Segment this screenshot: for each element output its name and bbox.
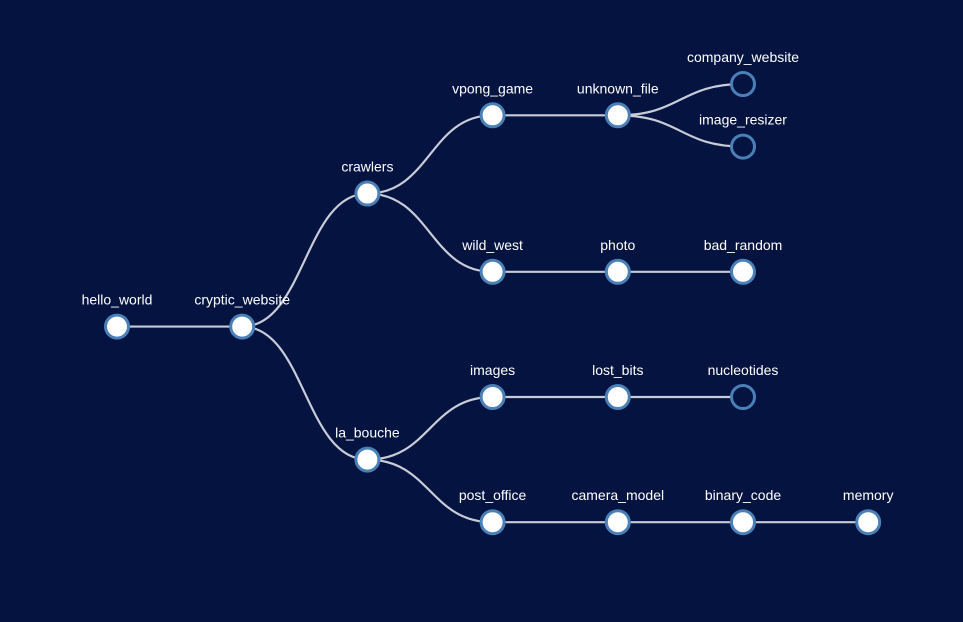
node-circle[interactable] — [229, 313, 256, 340]
node-post-office[interactable]: post_office — [459, 487, 527, 536]
node-circle[interactable] — [479, 384, 506, 410]
node-circle[interactable] — [730, 384, 756, 410]
node-label: bad_random — [704, 237, 783, 253]
node-hello-world[interactable]: hello_world — [82, 292, 153, 340]
node-circle[interactable] — [855, 509, 882, 536]
node-circle[interactable] — [604, 384, 631, 410]
node-label: binary_code — [705, 487, 781, 503]
node-label: hello_world — [82, 292, 153, 308]
node-crawlers[interactable]: crawlers — [341, 159, 393, 207]
node-circle[interactable] — [104, 313, 130, 340]
node-circle[interactable] — [479, 509, 506, 536]
node-label: company_website — [687, 49, 799, 65]
node-circle[interactable] — [730, 258, 756, 285]
node-label: unknown_file — [577, 80, 659, 96]
node-label: cryptic_website — [194, 292, 290, 308]
link-la_bouche-to-images — [367, 395, 493, 461]
node-label: wild_west — [461, 237, 523, 253]
node-label: nucleotides — [708, 362, 779, 378]
node-bad-random[interactable]: bad_random — [704, 237, 783, 285]
link-cryptic_website-to-la_bouche — [242, 325, 368, 461]
node-lost-bits[interactable]: lost_bits — [592, 362, 643, 410]
node-label: post_office — [459, 487, 527, 503]
node-label: memory — [843, 487, 894, 503]
node-la-bouche[interactable]: la_bouche — [335, 425, 400, 473]
node-binary-code[interactable]: binary_code — [705, 487, 781, 536]
node-circle[interactable] — [730, 71, 756, 97]
link-crawlers-to-wild_west — [367, 192, 493, 273]
node-circle[interactable] — [730, 133, 756, 160]
node-circle[interactable] — [730, 509, 756, 536]
node-label: vpong_game — [452, 80, 533, 96]
node-image-resizer[interactable]: image_resizer — [699, 112, 787, 160]
node-label: lost_bits — [592, 362, 643, 378]
node-circle[interactable] — [604, 509, 631, 536]
tree-nodes: company_website image_resizer unknown_file… — [82, 49, 894, 536]
tree-links — [117, 82, 869, 524]
node-label: camera_model — [571, 487, 664, 503]
node-vpong-game[interactable]: vpong_game — [452, 80, 533, 129]
node-camera-model[interactable]: camera_model — [571, 487, 664, 536]
link-unknown_file-to-image_resizer — [617, 114, 744, 148]
node-wild-west[interactable]: wild_west — [461, 237, 523, 285]
link-crawlers-to-vpong_game — [367, 114, 493, 195]
node-label: image_resizer — [699, 112, 787, 128]
node-images[interactable]: images — [470, 362, 515, 410]
node-circle[interactable] — [479, 258, 506, 285]
node-circle[interactable] — [604, 258, 631, 285]
node-label: images — [470, 362, 515, 378]
node-memory[interactable]: memory — [843, 487, 894, 536]
node-circle[interactable] — [604, 102, 631, 129]
node-label: photo — [600, 237, 635, 253]
link-la_bouche-to-post_office — [367, 458, 493, 524]
link-cryptic_website-to-crawlers — [242, 192, 368, 328]
node-photo[interactable]: photo — [600, 237, 636, 285]
node-label: crawlers — [341, 159, 393, 175]
node-nucleotides[interactable]: nucleotides — [708, 362, 779, 410]
node-cryptic-website[interactable]: cryptic_website — [194, 292, 290, 340]
node-unknown-file[interactable]: unknown_file — [577, 80, 659, 129]
node-company-website[interactable]: company_website — [687, 49, 799, 97]
link-unknown_file-to-company_website — [617, 82, 744, 117]
node-circle[interactable] — [354, 180, 381, 207]
node-circle[interactable] — [354, 446, 381, 473]
node-label: la_bouche — [335, 425, 400, 441]
node-circle[interactable] — [479, 102, 506, 129]
